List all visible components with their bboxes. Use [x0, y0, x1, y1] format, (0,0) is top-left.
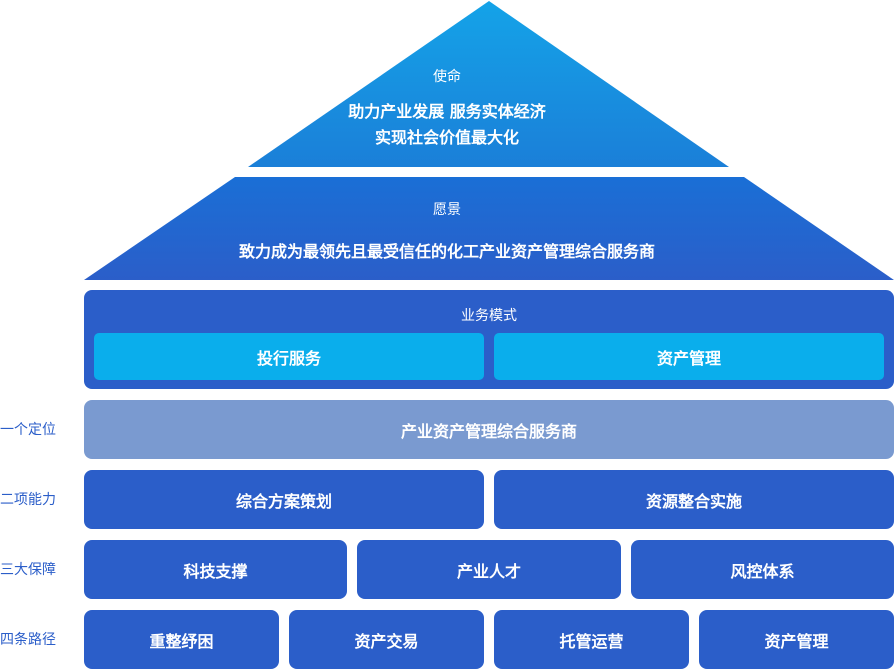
vision-label: 愿景: [433, 202, 461, 218]
vision-line-1: 致力成为最领先且最受信任的化工产业资产管理综合服务商: [238, 242, 655, 261]
row-label-positioning: 一个定位: [0, 422, 56, 438]
capability-box: 资源整合实施: [494, 470, 894, 529]
mission-line-1: 助力产业发展 服务实体经济: [348, 102, 546, 121]
row-label-guarantees: 三大保障: [0, 562, 56, 578]
guarantee-box: 科技支撑: [84, 540, 347, 599]
guarantee-box: 产业人才: [357, 540, 621, 599]
path-box: 资产交易: [289, 610, 484, 669]
path-box: 资产管理: [699, 610, 894, 669]
business-mode-item-investment-banking: 投行服务: [94, 333, 484, 380]
business-mode-panel: 业务模式 投行服务 资产管理: [84, 290, 894, 389]
row-label-paths: 四条路径: [0, 632, 56, 648]
mission-triangle: [248, 1, 729, 167]
path-box: 重整纾困: [84, 610, 279, 669]
capability-box: 综合方案策划: [84, 470, 484, 529]
mission-line-2: 实现社会价值最大化: [374, 128, 519, 147]
vision-trapezoid: [84, 177, 894, 280]
business-mode-item-asset-management: 资产管理: [494, 333, 884, 380]
mission-label: 使命: [433, 69, 461, 85]
guarantee-box: 风控体系: [631, 540, 894, 599]
business-mode-title: 业务模式: [461, 308, 517, 324]
path-box: 托管运营: [494, 610, 689, 669]
positioning-box: 产业资产管理综合服务商: [84, 400, 894, 459]
row-label-capabilities: 二项能力: [0, 492, 56, 508]
pyramid-graphic: [84, 1, 894, 280]
